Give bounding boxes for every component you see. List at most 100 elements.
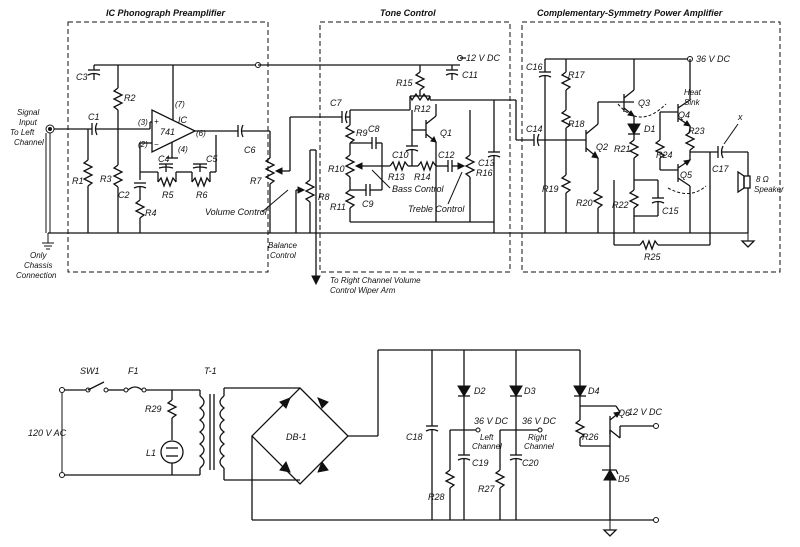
label-c7: C7 <box>330 98 342 108</box>
resistor-r4 <box>134 199 146 219</box>
label-r26: R26 <box>582 432 599 442</box>
label-q3: Q3 <box>638 98 650 108</box>
supply-rails <box>94 55 693 68</box>
label-c5: C5 <box>206 154 218 164</box>
volume-pot-r7 <box>264 157 276 185</box>
resistor-r25 <box>639 239 659 251</box>
svg-text:8 Ω: 8 Ω <box>756 175 769 184</box>
label-r16: R16 <box>476 168 493 178</box>
diode-d3 <box>509 385 523 397</box>
label-r27: R27 <box>478 484 496 494</box>
label-r15: R15 <box>396 78 414 88</box>
treble-control-label: Treble Control <box>408 204 465 214</box>
label-r11: R11 <box>330 202 346 212</box>
label-c4: C4 <box>158 154 170 164</box>
tone-supply-label: 12 V DC <box>466 53 501 63</box>
resistor-r28 <box>444 469 456 489</box>
resistor-r12 <box>409 92 431 102</box>
ic-chip-number: 741 <box>160 127 175 137</box>
op-amp-ic <box>151 108 197 154</box>
capacitor-c7 <box>341 110 348 124</box>
x-marker: x <box>737 112 743 122</box>
label-c6: C6 <box>244 145 256 155</box>
power-title: Complementary-Symmetry Power Amplifier <box>537 8 723 18</box>
ic-minus: − <box>154 140 159 149</box>
resistor-r14 <box>417 160 437 172</box>
resistor-r20 <box>592 189 604 209</box>
label-r12: R12 <box>414 104 431 114</box>
ic-name: IC <box>178 115 188 125</box>
resistor-r6 <box>191 176 211 188</box>
label-c13: C13 <box>478 158 495 168</box>
svg-text:Signal: Signal <box>17 108 39 117</box>
preamp-title: IC Phonograph Preamplifier <box>106 8 226 18</box>
label-q5: Q5 <box>680 170 693 180</box>
label-r5: R5 <box>162 190 174 200</box>
power-section-box <box>521 21 781 273</box>
svg-text:Heat: Heat <box>684 88 702 97</box>
switch-sw1 <box>85 381 109 393</box>
right-supply-label: 36 V DC <box>522 416 557 426</box>
label-d4: D4 <box>588 386 600 396</box>
capacitor-c6 <box>237 124 244 138</box>
label-r19: R19 <box>542 184 559 194</box>
svg-text:Only: Only <box>30 251 47 260</box>
ic-plus: + <box>154 117 159 126</box>
fuse-f1 <box>123 386 147 393</box>
ic-pin7: (7) <box>175 100 185 109</box>
speaker-label: 8 Ω Speaker <box>754 175 784 194</box>
resistor-r19 <box>560 174 572 194</box>
capacitor-c11 <box>445 69 459 76</box>
right-channel-label: To Right Channel Volume Control Wiper Ar… <box>330 276 421 295</box>
transistor-q4 <box>677 99 691 127</box>
resistor-r5 <box>157 176 177 188</box>
treble-pot-r16 <box>464 154 476 178</box>
resistor-r23 <box>684 131 696 151</box>
transformer-primary <box>198 395 205 469</box>
label-c17: C17 <box>712 164 730 174</box>
label-f1: F1 <box>128 366 139 376</box>
chassis-ground <box>42 233 54 250</box>
label-r22: R22 <box>612 200 629 210</box>
label-r24: R24 <box>656 150 673 160</box>
label-r10: R10 <box>328 164 345 174</box>
label-t1: T-1 <box>204 366 217 376</box>
label-q1: Q1 <box>440 128 452 138</box>
capacitor-c16 <box>538 71 552 78</box>
capacitor-c8 <box>371 137 377 149</box>
label-r1: R1 <box>72 176 84 186</box>
svg-text:Channel: Channel <box>524 442 554 451</box>
label-d5: D5 <box>618 474 630 484</box>
transistor-q3 <box>623 59 635 117</box>
label-r2: R2 <box>124 93 136 103</box>
diode-d1 <box>627 123 641 135</box>
resistor-r13 <box>389 160 409 172</box>
capacitor-c9 <box>365 184 371 196</box>
label-r3: R3 <box>100 174 112 184</box>
capacitor-c19 <box>457 454 471 461</box>
label-c12: C12 <box>438 150 455 160</box>
label-r28: R28 <box>428 492 445 502</box>
svg-text:Right: Right <box>528 433 547 442</box>
chassis-label: Only Chassis Connection <box>16 251 57 280</box>
label-r9: R9 <box>356 128 368 138</box>
resistor-r22 <box>628 189 640 209</box>
transistor-q5 <box>677 159 691 187</box>
diode-d4 <box>573 385 587 397</box>
ic-pin6: (6) <box>196 129 206 138</box>
label-c2: C2 <box>118 190 130 200</box>
amp-supply-label: 36 V DC <box>696 54 731 64</box>
label-l1: L1 <box>146 448 156 458</box>
svg-text:Control Wiper Arm: Control Wiper Arm <box>330 286 396 295</box>
q6-supply-label: 12 V DC <box>628 407 663 417</box>
label-r17: R17 <box>568 70 586 80</box>
capacitor-c20 <box>509 454 523 461</box>
capacitor-c1 <box>91 122 150 136</box>
label-c20: C20 <box>522 458 539 468</box>
right-channel-supply-label: Right Channel <box>524 433 554 451</box>
resistor-r15 <box>414 71 426 91</box>
label-d3: D3 <box>524 386 536 396</box>
resistor-r18 <box>560 109 572 129</box>
balance-pot-r8 <box>304 179 316 203</box>
